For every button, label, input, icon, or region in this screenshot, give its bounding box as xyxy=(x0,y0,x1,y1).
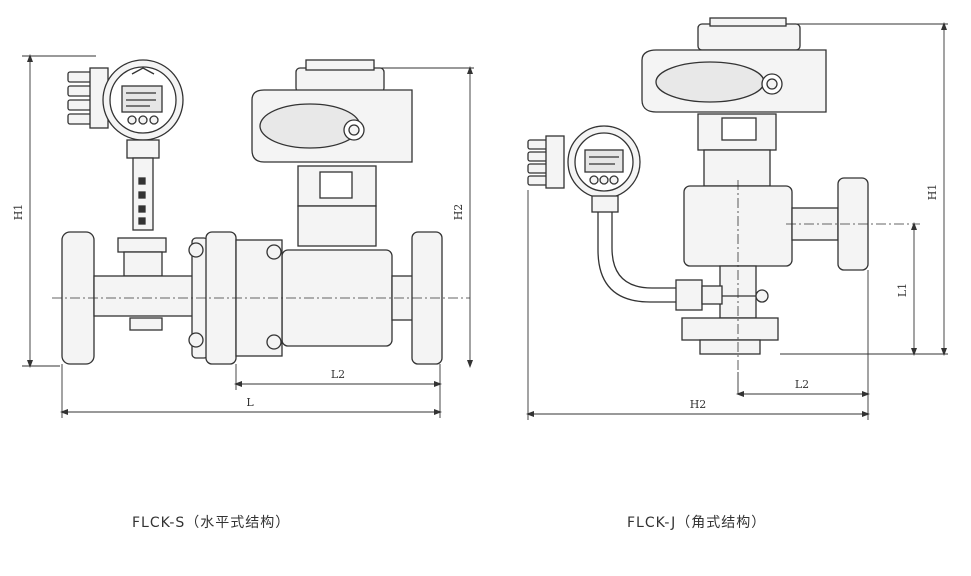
valve-actuator-left xyxy=(235,59,443,365)
dim-l2-right: L2 xyxy=(795,378,809,391)
dimension-lines-left xyxy=(22,54,474,418)
impulse-pipe-right xyxy=(597,212,769,311)
caption-flck-j: FLCK-J（角式结构） xyxy=(627,515,767,531)
dim-l2-left: L2 xyxy=(331,368,345,381)
dim-h1-right: H1 xyxy=(926,184,939,201)
figure-flck-s xyxy=(22,54,474,418)
dim-l-left: L xyxy=(246,396,254,409)
dim-l1-right: L1 xyxy=(896,283,909,297)
pipe-left xyxy=(61,231,237,365)
transmitter-head-right xyxy=(527,125,641,213)
dimension-lines-right xyxy=(526,22,948,420)
dim-h1-left: H1 xyxy=(12,204,25,221)
transmitter-head-left xyxy=(67,59,184,159)
transmitter-neck-left xyxy=(117,157,167,277)
caption-flck-s: FLCK-S（水平式结构） xyxy=(132,515,291,531)
dim-h2-right: H2 xyxy=(690,398,707,411)
dim-h2-left: H2 xyxy=(452,204,465,221)
figure-flck-j xyxy=(526,17,948,420)
